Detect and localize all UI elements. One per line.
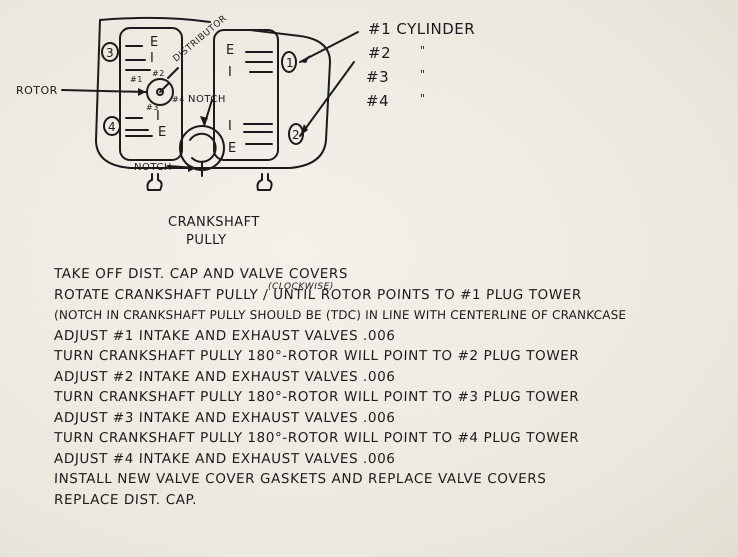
engine-mount-right (256, 173, 273, 191)
cylinder-3-circle (101, 42, 119, 62)
instruction-step: ADJUST #1 INTAKE AND EXHAUST VALVES .006 (53, 327, 396, 344)
engine-mount-left (146, 173, 163, 191)
instruction-list: TAKE OFF DIST. CAP AND VALVE COVERS ROTA… (54, 264, 734, 510)
clockwise-note: (CLOCKWISE) (268, 282, 334, 292)
instruction-step: TURN CRANKSHAFT PULLY 180°-ROTOR WILL PO… (53, 430, 580, 446)
distributor-tower-1: #1 (130, 75, 143, 84)
instruction-step: INSTALL NEW VALVE COVER GASKETS AND REPL… (53, 471, 547, 487)
cylinder-1-label: #1 CYLINDER (368, 20, 475, 38)
ditto-mark-3: " (420, 68, 426, 81)
cylinder-2-number: 2 (292, 128, 300, 142)
valve-cover-right (213, 29, 279, 161)
cylinder-3-label: #3 (366, 68, 389, 86)
rotor-label: ROTOR (16, 84, 58, 97)
ditto-mark-2: " (420, 44, 426, 57)
cylinder-1-number: 1 (286, 56, 294, 70)
cylinder-4-circle (103, 116, 121, 136)
notch-label-top: NOTCH (188, 94, 226, 105)
cylinder-1-circle (281, 51, 297, 73)
valve-i-right-top: I (228, 65, 232, 80)
instruction-step: ADJUST #4 INTAKE AND EXHAUST VALVES .006 (53, 450, 396, 467)
instruction-step: TAKE OFF DIST. CAP AND VALVE COVERS (53, 266, 349, 282)
valve-i-left-top: I (150, 51, 154, 66)
valve-cover-left (119, 27, 183, 161)
notch-label-bottom: NOTCH (134, 162, 172, 173)
instruction-step: ROTATE CRANKSHAFT PULLY / UNTIL ROTOR PO… (53, 286, 583, 303)
distributor-tower-3: #3 (146, 103, 159, 112)
instruction-step: TURN CRANKSHAFT PULLY 180°-ROTOR WILL PO… (53, 348, 580, 364)
cylinder-2-label: #2 (368, 44, 391, 62)
engine-block-outline (95, 19, 331, 169)
valve-e-right-bottom: E (228, 141, 237, 156)
pulley-label: PULLY (186, 233, 227, 248)
distributor-tower-2: #2 (152, 69, 165, 78)
instruction-step: ADJUST #2 INTAKE AND EXHAUST VALVES .006 (53, 368, 396, 385)
cylinder-4-label: #4 (366, 92, 389, 110)
valve-e-left-bottom: E (158, 125, 167, 140)
distributor-tower-4: #4 (172, 95, 185, 104)
instruction-step: ADJUST #3 INTAKE AND EXHAUST VALVES .006 (53, 409, 396, 426)
cylinder-2-circle (288, 123, 304, 145)
valve-i-right-bottom: I (228, 119, 232, 134)
cylinder-3-number: 3 (106, 46, 114, 60)
instruction-step: TURN CRANKSHAFT PULLY 180°-ROTOR WILL PO… (53, 389, 580, 405)
instruction-step: (NOTCH IN CRANKSHAFT PULLY SHOULD BE (TD… (53, 308, 627, 322)
ditto-mark-4: " (420, 92, 426, 105)
instruction-step: REPLACE DIST. CAP. (53, 491, 198, 508)
valve-e-right-top: E (226, 43, 235, 58)
crankshaft-label: CRANKSHAFT (168, 215, 260, 230)
valve-i-left-bottom: I (156, 109, 160, 124)
cylinder-4-number: 4 (108, 120, 116, 134)
valve-e-left-top: E (150, 35, 159, 50)
